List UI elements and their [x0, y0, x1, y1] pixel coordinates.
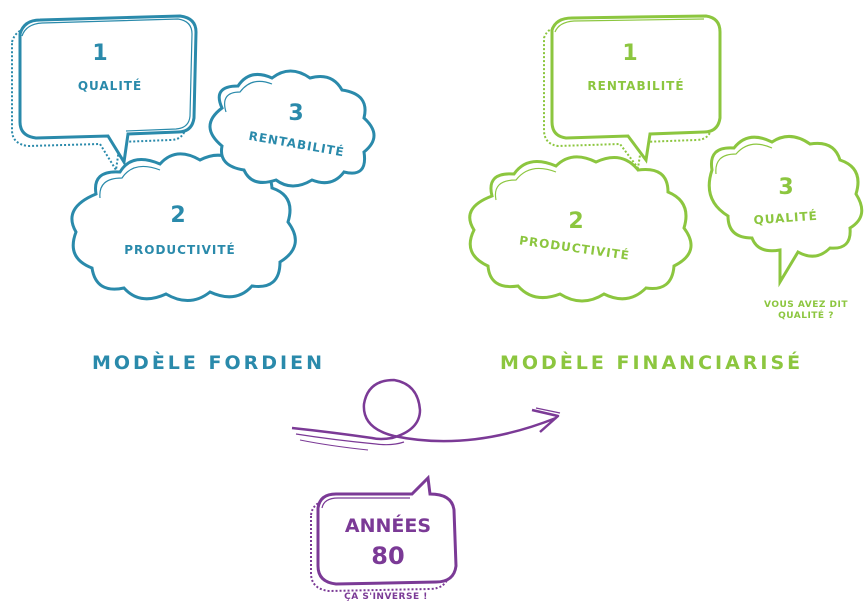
transition-title-line2: 80: [371, 542, 404, 570]
fordien-rank-2: 2: [170, 203, 185, 228]
financiarise-rank-3: 3: [778, 175, 793, 200]
transition-note: ÇA S'INVERSE !: [344, 592, 428, 602]
transition-speech-bubble-years: ANNÉES 80: [310, 474, 458, 593]
fordien-cloud-profitability: 3 RENTABILITÉ: [208, 69, 376, 188]
transition-arrow: [291, 378, 561, 451]
financiarise-cloud-productivity: 2 PRODUCTIVITÉ: [468, 155, 693, 303]
financiarise-rank-2: 2: [568, 209, 583, 234]
financiarise-quality-note: VOUS AVEZ DIT QUALITÉ ?: [764, 300, 848, 321]
financiarise-label-3: QUALITÉ: [753, 208, 818, 227]
financiarise-cloud-quality: 3 QUALITÉ: [707, 135, 864, 288]
financiarise-speech-bubble-profitability: 1 RENTABILITÉ: [543, 14, 722, 171]
financiarise-label-1: RENTABILITÉ: [587, 78, 684, 93]
transition-title-line1: ANNÉES: [345, 514, 431, 537]
fordien-label-2: PRODUCTIVITÉ: [124, 242, 236, 257]
fordien-cloud-productivity: 2 PRODUCTIVITÉ: [70, 152, 297, 302]
financiarise-rank-1: 1: [622, 41, 637, 66]
fordien-label-1: QUALITÉ: [78, 78, 142, 93]
fordien-speech-bubble-quality: 1 QUALITÉ: [11, 14, 198, 173]
fordien-rank-1: 1: [92, 41, 107, 66]
financiarise-caption: MODÈLE FINANCIARISÉ: [500, 352, 804, 374]
fordien-rank-3: 3: [288, 101, 303, 126]
fordien-caption: MODÈLE FORDIEN: [92, 352, 325, 374]
